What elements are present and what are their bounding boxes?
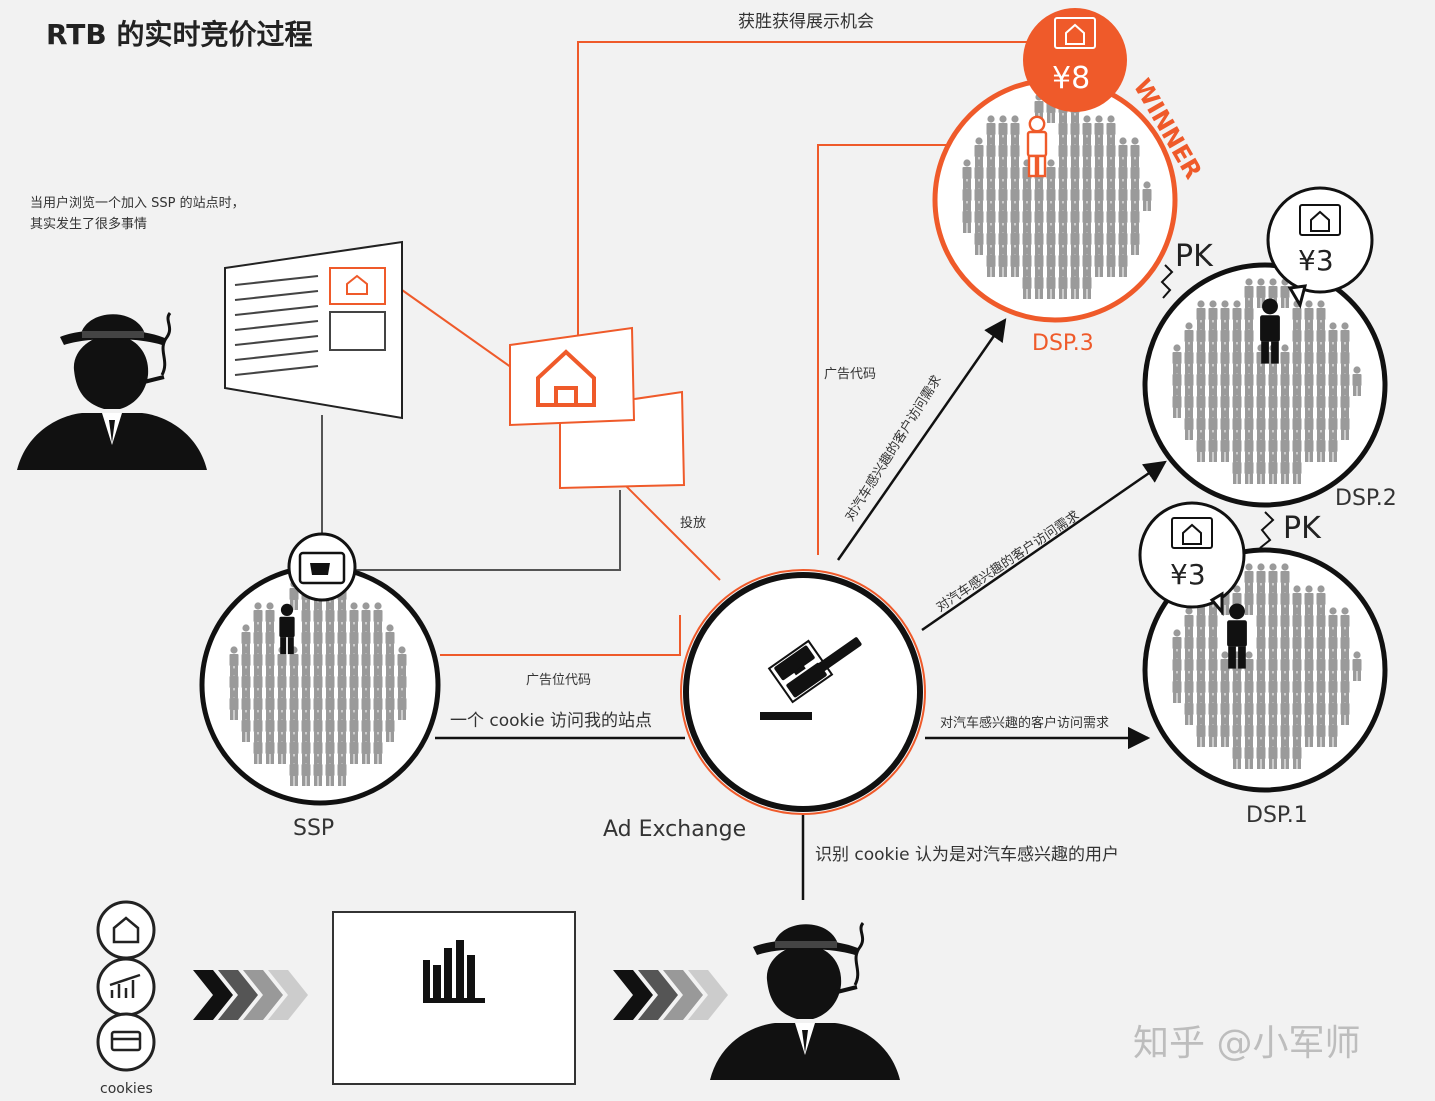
- edge-label-demand-dsp2: 对汽车感兴趣的客户访问需求: [933, 508, 1082, 616]
- ad-creative-cards: [509, 326, 686, 490]
- edge-label-deliver: 投放: [680, 515, 706, 531]
- bar-chart-icon: [423, 940, 485, 1003]
- edge-label-demand-dsp3: 对汽车感兴趣的客户访问需求: [842, 372, 945, 524]
- pk-label-2: PK: [1283, 511, 1322, 546]
- dsp1-bid-house-icon: [1171, 517, 1213, 549]
- webpage-illustration: [224, 240, 403, 420]
- flow-chevrons-2: [613, 970, 728, 1020]
- edge-label-ad-code: 广告代码: [824, 367, 876, 382]
- winner-price: ¥8: [1052, 61, 1090, 96]
- cookie-house-icon: [96, 900, 156, 960]
- coffee-monitor-icon: [298, 551, 346, 585]
- ad-house-icon: [536, 349, 596, 407]
- ad-slot-house-icon: [346, 274, 368, 295]
- diagram-title: RTB 的实时竞价过程: [46, 18, 313, 51]
- cookie-chart-icon: [96, 957, 156, 1017]
- data-analysis-box: [332, 911, 576, 1085]
- dsp2-bid-price: ¥3: [1298, 244, 1334, 277]
- pk-label-1: PK: [1175, 239, 1214, 274]
- ssp-node: [199, 532, 441, 806]
- edge-label-identify: 识别 cookie 认为是对汽车感兴趣的用户: [815, 845, 1119, 865]
- dsp2-label: DSP.2: [1335, 486, 1397, 511]
- user-silhouette: [15, 311, 209, 472]
- orange-connectors: [401, 41, 1040, 656]
- edge-label-demand-dsp1: 对汽车感兴趣的客户访问需求: [940, 715, 1109, 731]
- dsp2-node: [1142, 186, 1388, 508]
- dsp3-node: [932, 8, 1178, 323]
- winner-house-icon: [1054, 17, 1096, 49]
- ssp-label: SSP: [293, 816, 334, 841]
- watermark: 知乎 @小军师: [1133, 1023, 1360, 1064]
- cookie-card-icon: [96, 1012, 156, 1072]
- dsp3-label: DSP.3: [1032, 331, 1094, 356]
- dsp3-highlighted-user: [1026, 115, 1048, 178]
- ad-exchange-label: Ad Exchange: [603, 817, 746, 842]
- dsp2-bid-house-icon: [1299, 204, 1341, 236]
- edge-label-win-display: 获胜获得展示机会: [738, 12, 874, 32]
- identified-user-silhouette: [708, 921, 902, 1082]
- cookies-label: cookies: [100, 1081, 153, 1097]
- flow-chevrons-1: [193, 970, 308, 1020]
- gavel-icon: [767, 637, 862, 704]
- edge-label-cookie-visit: 一个 cookie 访问我的站点: [450, 711, 652, 731]
- black-connectors: [435, 318, 1167, 900]
- cookie-icons: [96, 900, 156, 1072]
- dsp1-bid-price: ¥3: [1170, 558, 1206, 591]
- edge-label-slot-code: 广告位代码: [526, 673, 591, 688]
- dsp1-label: DSP.1: [1246, 803, 1308, 828]
- intro-line-1: 当用户浏览一个加入 SSP 的站点时，: [30, 195, 245, 211]
- gray-connectors: [321, 415, 621, 571]
- dsp1-node: [1138, 501, 1388, 793]
- ad-exchange-node: [680, 569, 926, 815]
- intro-line-2: 其实发生了很多事情: [30, 216, 147, 232]
